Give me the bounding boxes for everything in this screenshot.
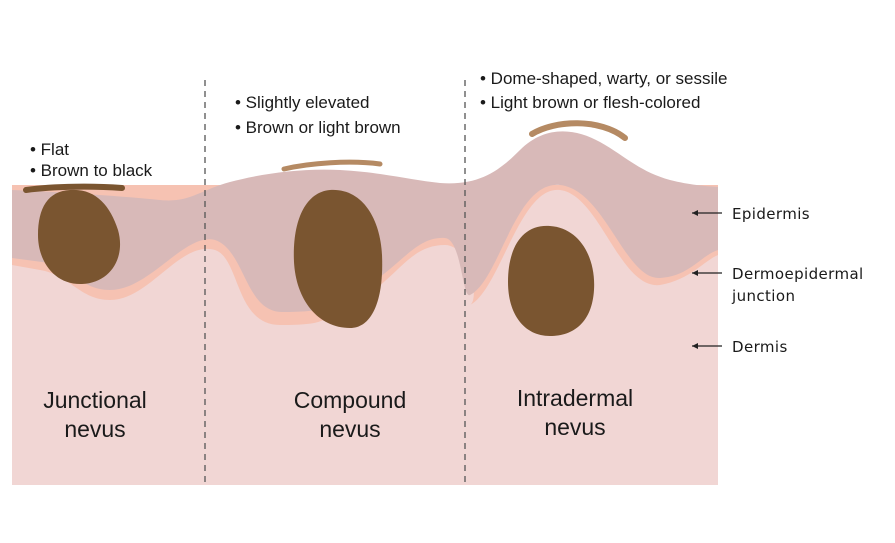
intradermal-title-line-1: Intradermal: [517, 385, 633, 411]
legend-junction: Dermoepidermal junction: [692, 265, 864, 305]
compound-nevus-nest: [293, 189, 383, 328]
legend-epidermis: Epidermis: [692, 205, 810, 223]
intradermal-nevus-nest: [508, 225, 595, 336]
compound-bullet-1: • Slightly elevated: [235, 93, 369, 112]
junctional-nevus-nest: [38, 189, 121, 285]
intradermal-bullet-1: • Dome-shaped, warty, or sessile: [480, 69, 728, 88]
junctional-bullet-2: • Brown to black: [30, 161, 153, 180]
intradermal-title-line-2: nevus: [544, 414, 605, 440]
junctional-title-line-2: nevus: [64, 416, 125, 442]
arrowhead-dermis-icon: [692, 343, 698, 349]
compound-title-line-2: nevus: [319, 416, 380, 442]
intradermal-surface-pigment: [529, 120, 628, 141]
junctional-surface-pigment: [23, 183, 125, 193]
compound-bullet-2: • Brown or light brown: [235, 118, 401, 137]
label-junction-line-1: Dermoepidermal: [732, 265, 864, 283]
intradermal-bullet-2: • Light brown or flesh-colored: [480, 93, 700, 112]
label-dermis: Dermis: [732, 338, 788, 356]
junctional-bullet-1: • Flat: [30, 140, 69, 159]
legend-dermis: Dermis: [692, 338, 788, 356]
arrowhead-junction-icon: [692, 270, 698, 276]
label-junction-line-2: junction: [731, 287, 795, 305]
compound-title-line-1: Compound: [294, 387, 407, 413]
label-epidermis: Epidermis: [732, 205, 810, 223]
arrowhead-epidermis-icon: [692, 210, 698, 216]
compound-surface-pigment: [281, 159, 383, 172]
junctional-title-line-1: Junctional: [43, 387, 147, 413]
